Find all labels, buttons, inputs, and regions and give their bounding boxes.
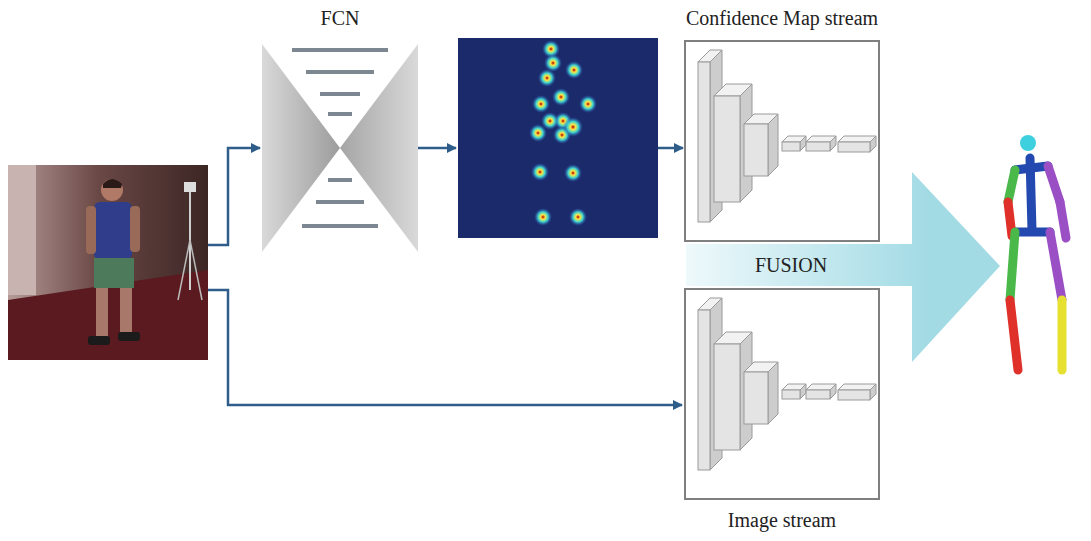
input-photo xyxy=(8,165,208,360)
stream-frame xyxy=(684,40,880,242)
fusion-arrow-shape xyxy=(686,168,1002,364)
fusion-arrow: FUSION xyxy=(686,168,1002,364)
node-label: FUSION xyxy=(686,253,896,277)
node-label: Confidence Map stream xyxy=(664,6,900,30)
cnn-layers xyxy=(698,50,876,222)
node-label: Image stream xyxy=(664,508,900,532)
stream-box: Confidence Map stream xyxy=(664,4,900,244)
cnn-layers xyxy=(698,298,876,470)
fcn-block: FCN xyxy=(240,4,440,260)
pose-skeleton xyxy=(1008,135,1066,370)
confidence-map xyxy=(458,38,658,238)
stream-box: Image stream xyxy=(664,288,900,536)
stream-frame xyxy=(684,288,880,500)
encoder-decoder-shape xyxy=(262,38,418,258)
node-label: FCN xyxy=(240,6,440,30)
